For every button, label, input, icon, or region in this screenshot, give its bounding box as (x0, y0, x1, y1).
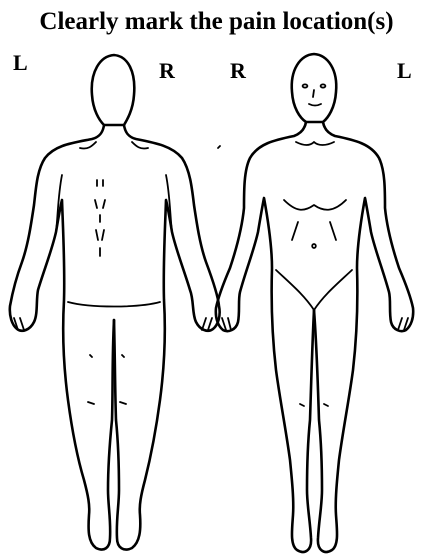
front-chest-line (284, 200, 346, 210)
front-stray-mark (218, 146, 220, 148)
front-hand-left (222, 318, 231, 330)
front-body-outline-right (314, 122, 413, 552)
front-mouth (309, 104, 321, 106)
front-collarbone (296, 142, 334, 145)
front-groin (276, 270, 352, 310)
front-navel (312, 244, 316, 248)
front-eye-right (321, 84, 326, 87)
front-head-outline (292, 54, 337, 122)
front-knee-marks (300, 404, 328, 406)
front-nose (313, 90, 314, 97)
front-abdomen-lines (292, 222, 336, 240)
front-eye-left (303, 84, 308, 87)
front-body-outline-left (216, 122, 314, 552)
